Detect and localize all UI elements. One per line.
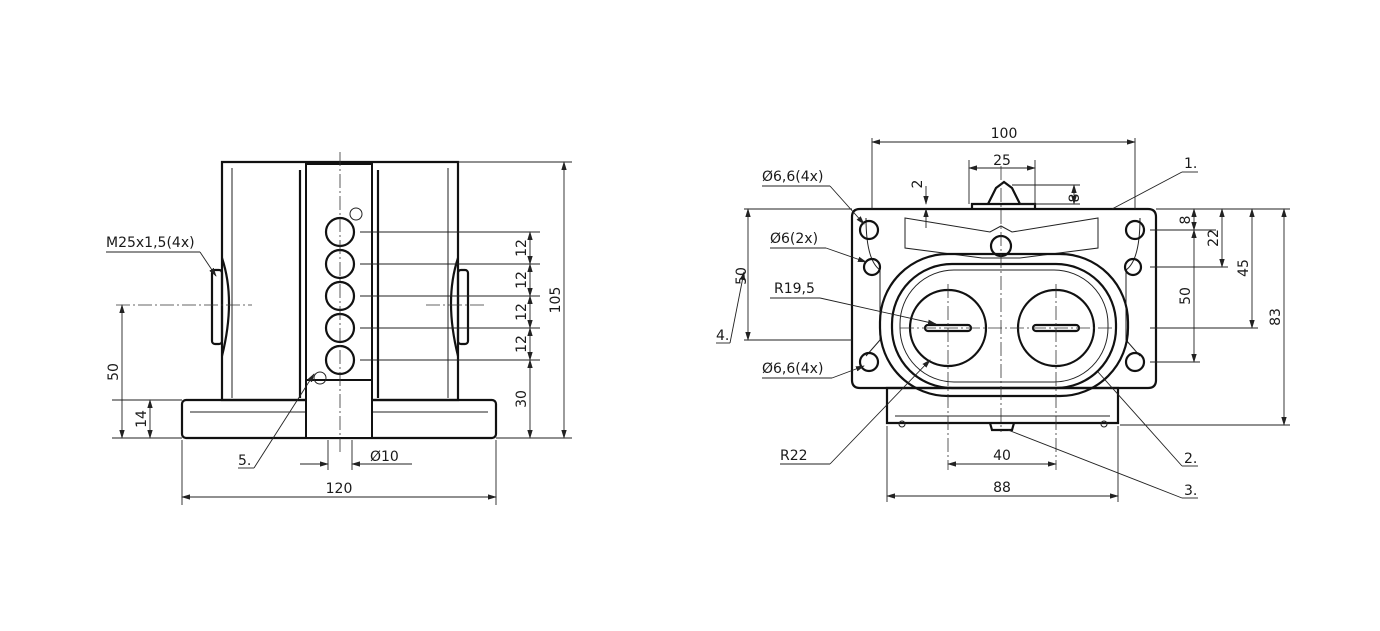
dim-top-gap-2: 2 — [910, 180, 926, 189]
dim-height-105: 105 — [548, 287, 564, 314]
hole-label-bottom: Ø6,6(4x) — [762, 361, 823, 377]
pin-hole-left — [862, 257, 882, 277]
dim-pitch-2: 12 — [514, 271, 530, 289]
dim-right-45: 45 — [1236, 259, 1252, 277]
plunger — [987, 180, 1021, 205]
dim-left-height-50: 50 — [734, 267, 750, 285]
dim-top-height-8: 8 — [1067, 194, 1083, 203]
dim-center-50: 50 — [106, 363, 122, 381]
radius-small-label: R19,5 — [774, 281, 815, 297]
mount-hole-br — [1124, 351, 1146, 373]
front-view: 100 25 2 8 Ø6,6(4x) Ø6(2x) R19,5 Ø6,6(4x… — [716, 126, 1290, 502]
dim-right-50: 50 — [1178, 287, 1194, 305]
callout-4: 4. — [716, 328, 729, 344]
thread-boss-left — [210, 268, 224, 346]
mount-hole-tl — [858, 219, 880, 241]
radius-large-label: R22 — [780, 448, 808, 464]
mount-hole-tr — [1124, 219, 1146, 241]
dim-bottom-40: 40 — [993, 448, 1011, 464]
dim-base-14: 14 — [134, 410, 150, 428]
dim-hole-diameter: Ø10 — [370, 449, 399, 465]
mounting-flange — [850, 207, 1158, 390]
dim-pitch-3: 12 — [514, 303, 530, 321]
outer-frame — [878, 252, 1130, 398]
dim-right-8: 8 — [1178, 216, 1194, 225]
dim-bottom-88: 88 — [993, 480, 1011, 496]
dim-pitch-4: 12 — [514, 335, 530, 353]
dim-right-22: 22 — [1206, 229, 1222, 247]
dim-overall-width-100: 100 — [991, 126, 1018, 142]
dim-top-width-25: 25 — [993, 153, 1011, 169]
callout-2: 2. — [1184, 451, 1197, 467]
callout-3: 3. — [1184, 483, 1197, 499]
hole-label-top: Ø6,6(4x) — [762, 169, 823, 185]
hole-label-mid: Ø6(2x) — [770, 231, 818, 247]
small-hole-top — [349, 207, 363, 221]
dim-width-120: 120 — [326, 481, 353, 497]
side-view: M25x1,5(4x) 120 105 50 14 Ø10 30 12 12 1… — [106, 152, 572, 505]
pin-hole-right — [1123, 257, 1143, 277]
dim-pitch-1: 12 — [514, 239, 530, 257]
dim-right-83: 83 — [1268, 308, 1284, 326]
callout-1: 1. — [1184, 156, 1197, 172]
dim-bottom-30: 30 — [514, 390, 530, 408]
thread-label: M25x1,5(4x) — [106, 235, 195, 251]
top-plate — [970, 202, 1037, 209]
thread-boss-right — [456, 268, 470, 346]
mount-hole-bl — [858, 351, 880, 373]
inner-frame — [890, 262, 1118, 390]
callout-5: 5. — [238, 453, 251, 469]
